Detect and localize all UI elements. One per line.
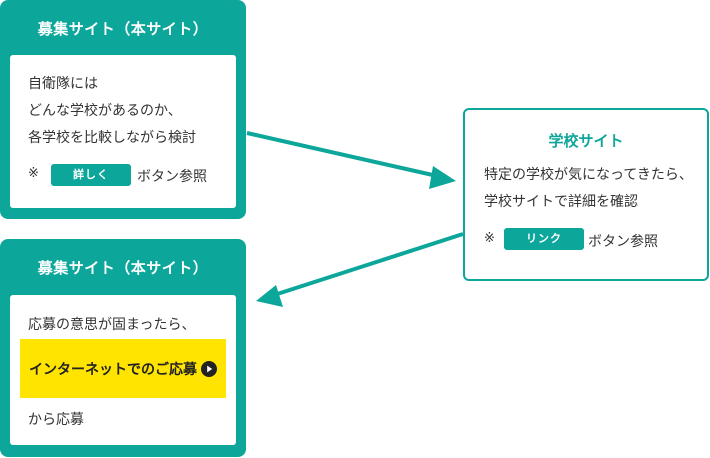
- text-line: 各学校を比較しながら検討: [28, 130, 196, 146]
- link-button[interactable]: リンク: [504, 228, 584, 250]
- text-line: から応募: [28, 412, 84, 428]
- text-line: 学校サイトで詳細を確認: [484, 194, 638, 210]
- text-line: 応募の意思が固まったら、: [28, 317, 196, 333]
- recruit-site-box-top: 募集サイト（本サイト） 自衛隊には どんな学校があるのか、 各学校を比較しながら…: [0, 0, 246, 219]
- arrow-to-school: [246, 131, 447, 180]
- note-mark: ※: [484, 231, 495, 246]
- note-suffix: ボタン参照: [137, 169, 207, 185]
- internet-apply-button[interactable]: インターネットでのご応募: [20, 339, 226, 398]
- text-line: 特定の学校が気になってきたら、: [484, 167, 693, 183]
- school-site-title: 学校サイト: [548, 132, 624, 150]
- play-circle-icon: [201, 360, 217, 377]
- note-mark: ※: [28, 166, 39, 181]
- recruit-site-body: 自衛隊には どんな学校があるのか、 各学校を比較しながら検討 ※ 詳しく ボタン…: [10, 55, 236, 208]
- arrow-to-school-head: [429, 166, 456, 189]
- text-line: 自衛隊には: [28, 76, 98, 92]
- recruit-site-title: 募集サイト（本サイト）: [37, 259, 209, 277]
- details-button[interactable]: 詳しく: [51, 164, 131, 186]
- recruit-site-box-bottom: 募集サイト（本サイト） 応募の意思が固まったら、 インターネットでのご応募 から…: [0, 239, 246, 457]
- recruit-site-title: 募集サイト（本サイト）: [37, 20, 209, 38]
- note-suffix: ボタン参照: [588, 234, 658, 250]
- arrow-to-recruit: [267, 232, 464, 299]
- text-line: どんな学校があるのか、: [28, 103, 182, 119]
- recruit-site-body: 応募の意思が固まったら、 インターネットでのご応募 から応募: [10, 295, 236, 445]
- school-site-box: 学校サイト 特定の学校が気になってきたら、 学校サイトで詳細を確認 ※ リンク …: [463, 108, 709, 281]
- internet-apply-label: インターネットでのご応募: [29, 361, 197, 378]
- arrow-to-recruit-head: [256, 285, 283, 307]
